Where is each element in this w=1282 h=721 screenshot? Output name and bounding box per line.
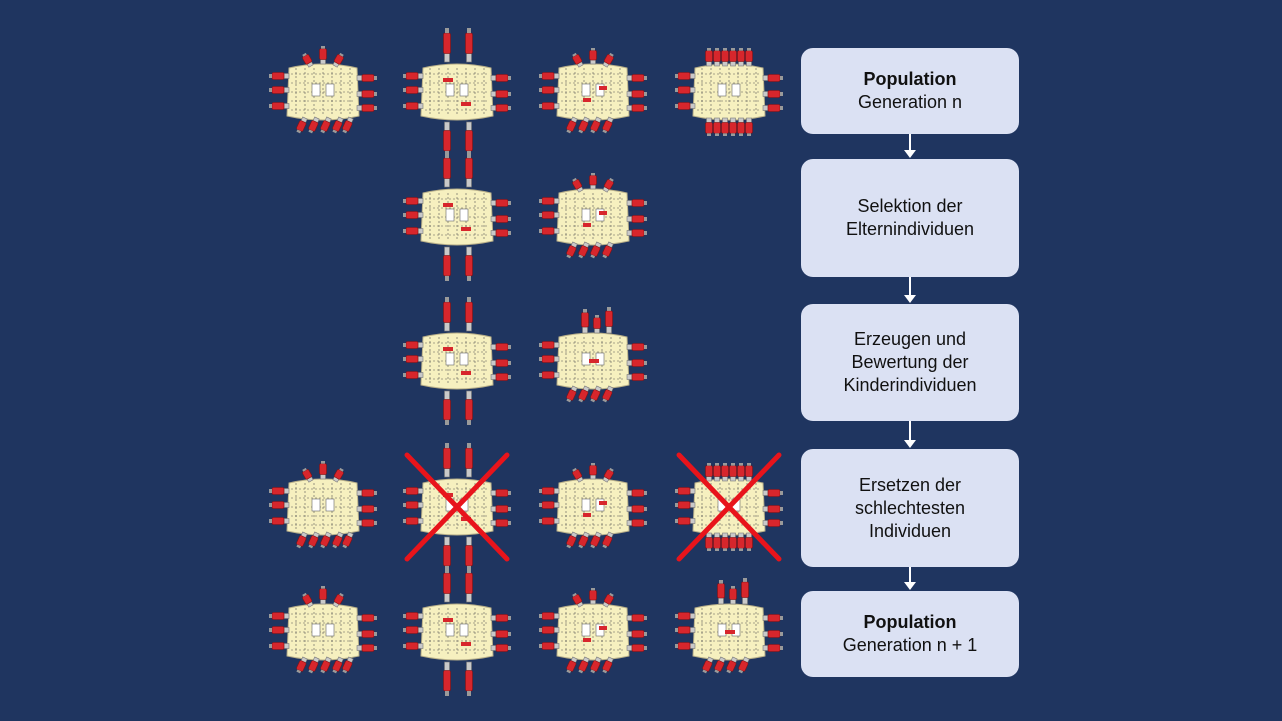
arrow-down-icon [902, 134, 918, 158]
step-selection: Selektion der Elternindividuen [801, 159, 1019, 277]
individual-module [539, 47, 647, 134]
individual-module [403, 153, 511, 281]
arrow-down-icon [902, 567, 918, 590]
step-line: Selektion der [857, 196, 963, 216]
individual-module [675, 577, 783, 674]
arrow-down-icon [902, 277, 918, 303]
step-subtitle: Generation n [857, 92, 963, 112]
rejected-cross-icon [676, 452, 782, 562]
individual-module [539, 306, 647, 403]
step-line: Elternindividuen [845, 219, 975, 239]
arrow-down-icon [902, 421, 918, 448]
step-line: Bewertung der [851, 352, 969, 372]
rejected-cross-icon [404, 452, 510, 562]
step-title: Population [863, 612, 957, 632]
step-line: Kinderindividuen [843, 375, 977, 395]
step-line: Ersetzen der [858, 474, 962, 495]
step-create-evaluate-children: Erzeugen und Bewertung der Kinderindivid… [801, 304, 1019, 421]
individual-module [539, 172, 647, 259]
step-line: Individuen [868, 520, 952, 541]
individual-module [403, 297, 511, 425]
individual-module [269, 46, 377, 134]
step-replace-worst: Ersetzen der schlechtesten Individuen [801, 449, 1019, 567]
individuals-grid [269, 28, 783, 696]
step-population-generation-n: Population Generation n [801, 48, 1019, 134]
step-subtitle: Generation n + 1 [842, 635, 978, 655]
individual-module [269, 586, 377, 674]
individual-module [269, 461, 377, 549]
individual-module [675, 48, 783, 136]
step-line: schlechtesten [854, 497, 966, 518]
step-population-generation-n-plus-1: Population Generation n + 1 [801, 591, 1019, 677]
step-title: Population [863, 69, 957, 89]
individual-module [403, 28, 511, 156]
individual-module [403, 568, 511, 696]
step-line: Erzeugen und [853, 329, 967, 349]
individual-module [539, 587, 647, 674]
individual-module [539, 462, 647, 549]
